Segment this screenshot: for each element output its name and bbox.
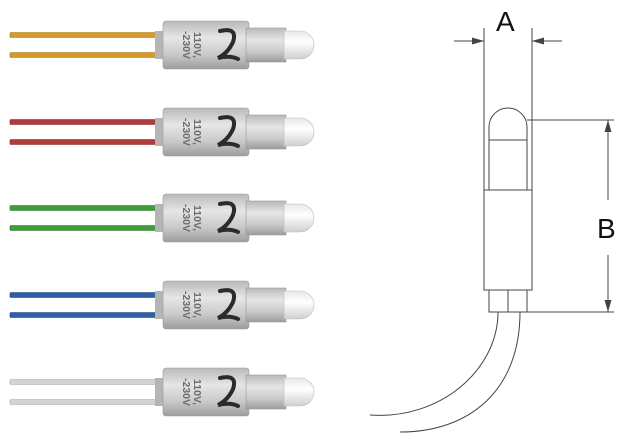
wire-lower (9, 312, 161, 318)
wire-lower (9, 225, 161, 231)
wire-curve-inner (369, 311, 499, 416)
ferrule (155, 31, 165, 59)
lamp-red: 110V,-230V (9, 107, 315, 157)
wire-upper (9, 119, 161, 125)
wire-lower (9, 139, 161, 145)
wire-lower (9, 52, 161, 58)
lamp-body (162, 367, 250, 417)
lens-dome (283, 117, 315, 147)
lamp-body-outline (483, 189, 533, 291)
dimension-drawing (369, 28, 614, 433)
lamp-body (162, 20, 250, 70)
voltage-label: 110V,-230V (180, 204, 203, 232)
dim-b-arrow-top (604, 120, 612, 132)
wire-upper (9, 292, 161, 298)
voltage-label: 110V,-230V (180, 378, 203, 406)
wire-upper (9, 379, 161, 385)
lamp-body (162, 107, 250, 157)
dim-a-arrow-left (472, 37, 484, 45)
brand-logo (217, 288, 240, 321)
voltage-label: 110V,-230V (180, 291, 203, 319)
lamp-body (162, 193, 250, 243)
ferrule (155, 378, 165, 406)
lens-dome (283, 203, 315, 233)
brand-logo (217, 28, 240, 61)
lens-dome (283, 290, 315, 320)
lens-dome (283, 30, 315, 60)
dim-b-arrow-bottom (604, 300, 612, 312)
lamp-neck-outline (488, 140, 528, 191)
wire-upper (9, 205, 161, 211)
lamp-white: 110V,-230V (9, 367, 315, 417)
lamp-collar (245, 27, 287, 63)
lamp-list: 110V,-230V 110V,-230V 110V,-230V 110V,-230V… (9, 20, 315, 417)
ferrule (155, 291, 165, 319)
voltage-label: 110V,-230V (180, 31, 203, 59)
ferrule (155, 118, 165, 146)
wire-curve-outer (399, 311, 521, 433)
ferrule (155, 204, 165, 232)
brand-logo (217, 115, 240, 148)
brand-logo (217, 375, 240, 408)
lamp-body (162, 280, 250, 330)
lamp-collar (245, 114, 287, 150)
wire-upper (9, 32, 161, 38)
lamp-orange: 110V,-230V (9, 20, 315, 70)
lens-dome (283, 377, 315, 407)
voltage-label: 110V,-230V (180, 118, 203, 146)
lamp-collar (245, 287, 287, 323)
lamp-collar (245, 200, 287, 236)
dim-a-arrow-right (532, 37, 544, 45)
lamp-collar (245, 374, 287, 410)
dimension-a-label: A (496, 6, 515, 37)
wire-lower (9, 399, 161, 405)
lamp-blue: 110V,-230V (9, 280, 315, 330)
brand-logo (217, 201, 240, 234)
lamp-dome-outline (488, 107, 528, 140)
lamp-green: 110V,-230V (9, 193, 315, 243)
dimension-b-label: B (597, 213, 616, 244)
